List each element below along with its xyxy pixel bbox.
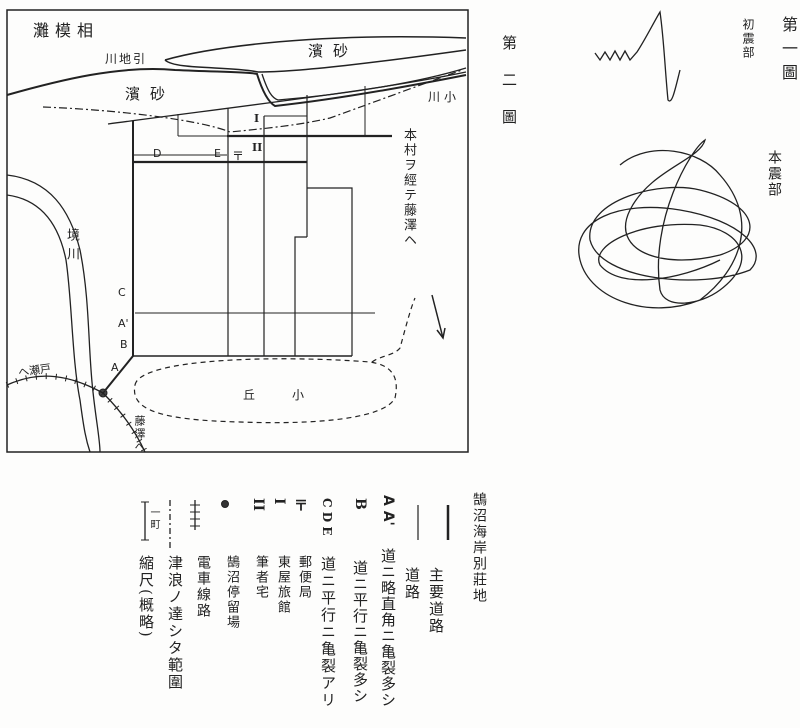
- main-shock-label: 本震部: [766, 150, 782, 198]
- label-ko: 小: [292, 388, 305, 402]
- legend-text-railway: 電車線路: [195, 555, 211, 619]
- legend-symbol-I: I: [271, 498, 287, 505]
- sakai-river-bank-1: [6, 174, 101, 453]
- legend-symbol-CDE: C D E: [320, 498, 334, 536]
- label-A-prime: A': [118, 317, 129, 330]
- legend-text-tsunami: 津浪ノ達シタ範圍: [166, 555, 184, 691]
- legend-text-I: 東屋旅館: [275, 555, 290, 615]
- figure-2-title: 第二圖: [500, 35, 518, 146]
- label-sagami-nada: 灘模相: [33, 21, 100, 40]
- map-border: [6, 9, 469, 453]
- legend-symbol-B: B: [352, 498, 368, 510]
- label-I: I: [254, 112, 260, 125]
- legend-text-post: 郵便局: [296, 555, 311, 600]
- label-sunahama-upper: 濱砂: [308, 42, 359, 60]
- label-C: C: [118, 286, 126, 299]
- tsunami-reach-oval: [133, 358, 397, 424]
- legend-text-B: 道ニ平行ニ亀裂多シ: [351, 560, 369, 704]
- legend-scale-unit: 一町: [148, 507, 159, 531]
- label-B: B: [120, 338, 128, 351]
- seismogram-initial-trace: [594, 10, 681, 102]
- label-post-office: 〒: [232, 149, 245, 163]
- figure-1-title: 第一圖: [779, 16, 798, 88]
- label-E: E: [214, 147, 221, 160]
- coast-road: [107, 71, 467, 125]
- legend-symbol-post: 〒: [292, 498, 308, 512]
- legend-text-CDE: 道ニ平行ニ亀裂アリ: [319, 556, 337, 709]
- sandbar-upper-top: [164, 36, 467, 61]
- sakai-river-bank-2: [6, 194, 91, 453]
- shoreline: [6, 68, 467, 108]
- road-grid: [102, 86, 392, 394]
- label-oka: 丘: [243, 388, 256, 402]
- legend-symbol-A: A A': [380, 495, 396, 526]
- tsunami-reach-extension: [371, 297, 416, 363]
- legend-symbols: [141, 500, 450, 550]
- legend-text-road: 道路: [403, 567, 421, 601]
- label-to-fujisawa: 本村ヲ經テ藤澤ヘ: [401, 128, 416, 248]
- legend-text-main-road: 主要道路: [427, 567, 445, 635]
- label-ogawa: 川小: [428, 90, 461, 104]
- legend-title: 鵠沼海岸別莊地: [471, 492, 487, 604]
- label-hikiji-gawa: 川地引: [105, 52, 148, 66]
- railway-ties: [5, 373, 148, 454]
- legend-text-II: 筆者宅: [253, 555, 268, 600]
- label-A: A: [111, 361, 119, 374]
- label-D: D: [153, 147, 162, 160]
- seismogram-main-trace: [578, 138, 757, 309]
- legend-text-station: 鵠沼停留場: [224, 555, 239, 630]
- legend-symbol-II: II: [250, 498, 266, 512]
- label-sakai-gawa: 境川: [64, 228, 79, 266]
- north-arrow-icon: [431, 294, 446, 340]
- legend-text-scale: 縮尺(概略): [137, 555, 155, 639]
- sandbar-upper-bottom: [164, 49, 467, 73]
- label-fujisawa: 藤澤へ: [133, 415, 146, 454]
- label-II: II: [252, 141, 263, 154]
- initial-shock-label: 初震部: [741, 18, 755, 60]
- label-sunahama-lower: 濱砂: [125, 85, 176, 103]
- legend-text-A: 道ニ略直角ニ亀裂多シ: [379, 548, 397, 708]
- tsunami-limit-line: [42, 69, 463, 133]
